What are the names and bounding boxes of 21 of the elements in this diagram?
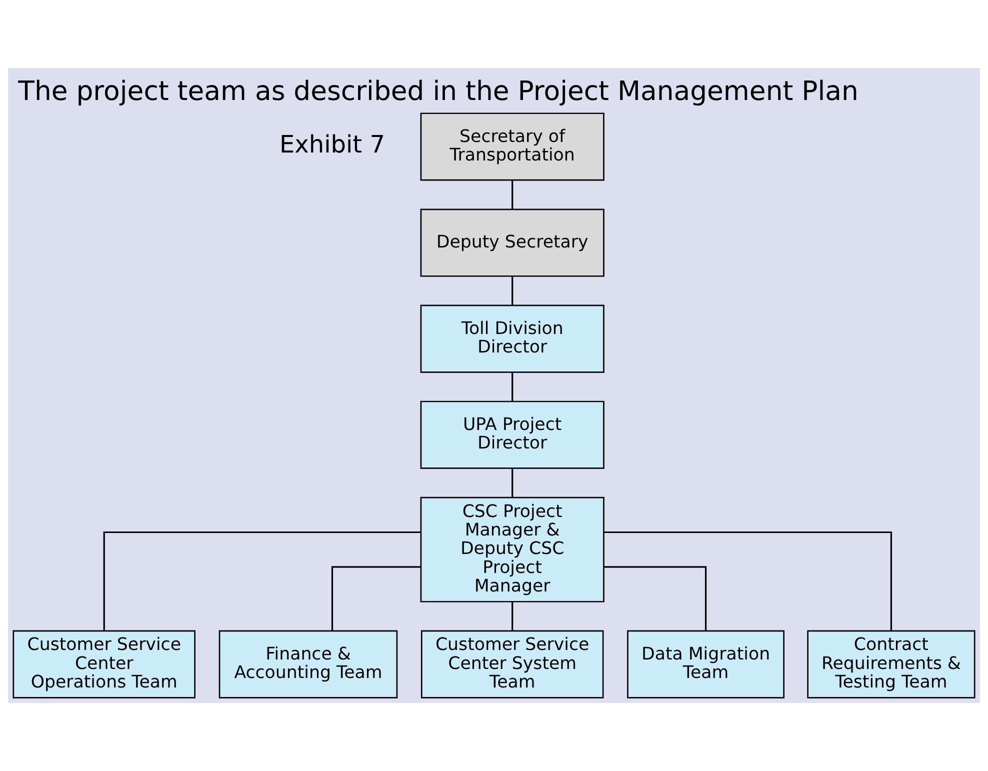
connector: [512, 602, 514, 630]
node-box: Secretary of Transportation: [420, 112, 604, 181]
connector: [512, 468, 514, 498]
node-box: Data Migration Team: [627, 630, 784, 698]
node-box: Customer Service Center Operations Team: [12, 630, 196, 698]
connector: [512, 276, 514, 306]
connector: [604, 531, 892, 631]
node-box: Contract Requirements & Testing Team: [807, 630, 976, 698]
diagram-title: The project team as described in the Project Management Plan: [18, 76, 858, 108]
connector: [512, 372, 514, 402]
connector: [331, 566, 421, 631]
node-box: Finance & Accounting Team: [218, 630, 398, 698]
label: Exhibit 7: [280, 130, 385, 159]
node-box: Customer Service Center System Team: [420, 630, 604, 698]
node-box: Toll Division Director: [420, 304, 604, 373]
connector: [604, 566, 707, 631]
node-box: Deputy Secretary: [420, 208, 604, 277]
connector: [103, 531, 421, 631]
connector: [512, 180, 514, 210]
node-box: CSC Project Manager & Deputy CSC Project Manager: [420, 496, 604, 602]
node-box: UPA Project Director: [420, 400, 604, 469]
